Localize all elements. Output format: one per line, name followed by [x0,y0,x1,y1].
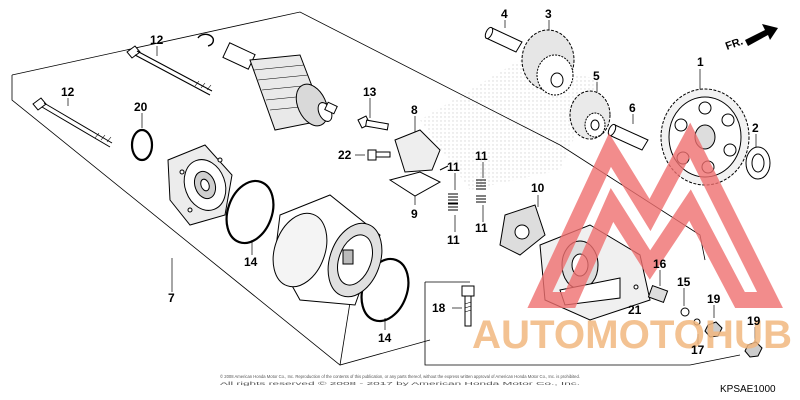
callout-labels: 1 2 3 4 5 6 7 8 9 10 11 11 11 11 12 12 1… [61,7,761,357]
o-ring-14-front [225,179,275,245]
o-ring-20 [130,128,154,162]
callout-16: 16 [653,257,667,271]
callout-14-front: 14 [244,255,258,269]
copyright-line-2: All rights reserved © 2008 - 2017 by Ame… [220,380,580,386]
callout-18: 18 [432,301,446,315]
washer-2 [745,146,771,180]
watermark-text: AUTOMOTOHUB [472,313,792,357]
direction-label: FR. [724,35,745,52]
callout-14-rear: 14 [378,331,392,345]
callout-13: 13 [363,85,377,99]
callout-15: 15 [677,275,691,289]
callout-19-b: 19 [747,314,761,328]
callout-6: 6 [629,101,636,115]
shaft-6 [607,123,649,151]
watermark-logo [527,122,783,308]
circlip [197,33,215,47]
brush-holder [388,129,449,197]
long-bolt-upper [126,45,213,96]
callout-10: 10 [531,181,545,195]
callout-21: 21 [628,303,642,317]
callout-11-a: 11 [447,160,460,174]
callout-12-upper: 12 [150,33,164,47]
bolt-13 [357,115,389,131]
callout-19-a: 19 [707,292,721,306]
callout-2: 2 [752,121,759,135]
bolt-18 [461,285,475,327]
callout-1: 1 [697,55,704,69]
brush-10 [499,204,546,256]
callout-11-c: 11 [447,233,460,247]
callout-4: 4 [501,7,508,21]
brush-springs [448,179,486,211]
front-direction-indicator [745,24,778,46]
callout-9: 9 [411,207,418,221]
callout-17: 17 [691,343,705,357]
copyright-line-1: © 2008 American Honda Motor Co., Inc. Re… [220,373,580,379]
callout-7: 7 [168,291,175,305]
yoke [272,194,383,306]
shaft-4 [484,26,523,53]
terminal-parts [633,284,763,358]
callout-22: 22 [338,148,352,162]
screw-22 [367,149,391,161]
callout-3: 3 [545,7,552,21]
callout-11-d: 11 [475,221,488,235]
long-bolt-lower [32,97,113,148]
callout-20: 20 [134,100,148,114]
callout-5: 5 [593,69,600,83]
gear-5 [569,90,611,140]
callout-8: 8 [411,103,418,117]
callout-12-lower: 12 [61,85,75,99]
armature [222,42,338,131]
callout-11-b: 11 [475,149,488,163]
front-cover [167,144,233,226]
gear-3 [521,29,575,96]
diagram-code: KPSAE1000 [720,384,776,395]
